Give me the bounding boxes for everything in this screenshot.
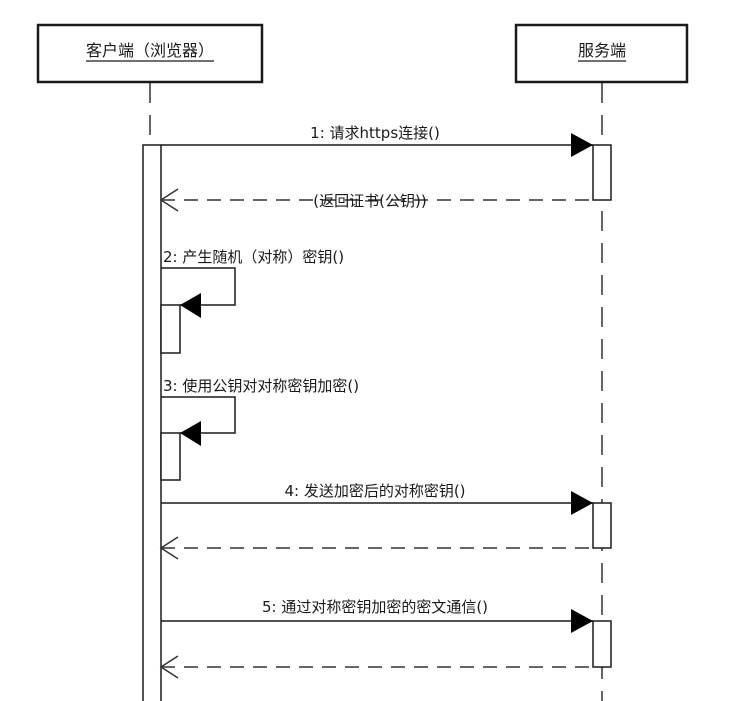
activation-client: [142, 144, 162, 701]
activation-client-self-2: [160, 304, 181, 354]
activation-server-1: [592, 144, 612, 201]
message-5[interactable]: 5: 通过对称密钥加密的密文通信(): [161, 598, 593, 633]
message-1-return[interactable]: (返回证书(公钥)): [159, 188, 593, 212]
open-arrowhead-icon: [159, 536, 179, 560]
message-2[interactable]: 2: 产生随机（对称）密钥(): [160, 248, 344, 354]
participant-server-label: 服务端: [578, 41, 626, 60]
message-5-return[interactable]: [159, 655, 593, 679]
participant-server[interactable]: 服务端: [514, 23, 689, 84]
filled-arrowhead-icon: [571, 609, 593, 633]
activation-server-4: [592, 502, 612, 549]
open-arrowhead-icon: [159, 188, 179, 212]
message-2-label: 2: 产生随机（对称）密钥(): [163, 248, 344, 266]
message-5-label: 5: 通过对称密钥加密的密文通信(): [262, 598, 488, 616]
filled-arrowhead-icon: [571, 491, 593, 515]
filled-arrowhead-icon: [571, 133, 593, 157]
message-4-label: 4: 发送加密后的对称密钥(): [284, 482, 465, 500]
participant-client[interactable]: 客户端（浏览器）: [36, 23, 264, 84]
message-1-return-label: (返回证书(公钥)): [313, 192, 426, 210]
message-4[interactable]: 4: 发送加密后的对称密钥(): [161, 482, 593, 515]
activation-server-5: [592, 620, 612, 668]
open-arrowhead-icon: [159, 655, 179, 679]
message-4-return[interactable]: [159, 536, 593, 560]
filled-arrowhead-icon: [180, 421, 201, 446]
participant-client-label: 客户端（浏览器）: [86, 41, 214, 60]
activation-client-self-3: [160, 432, 181, 481]
message-1-label: 1: 请求https连接(): [310, 124, 440, 142]
message-3-label: 3: 使用公钥对对称密钥加密(): [163, 377, 359, 395]
filled-arrowhead-icon: [180, 293, 201, 318]
message-1[interactable]: 1: 请求https连接(): [161, 124, 593, 157]
message-3[interactable]: 3: 使用公钥对对称密钥加密(): [160, 377, 359, 481]
